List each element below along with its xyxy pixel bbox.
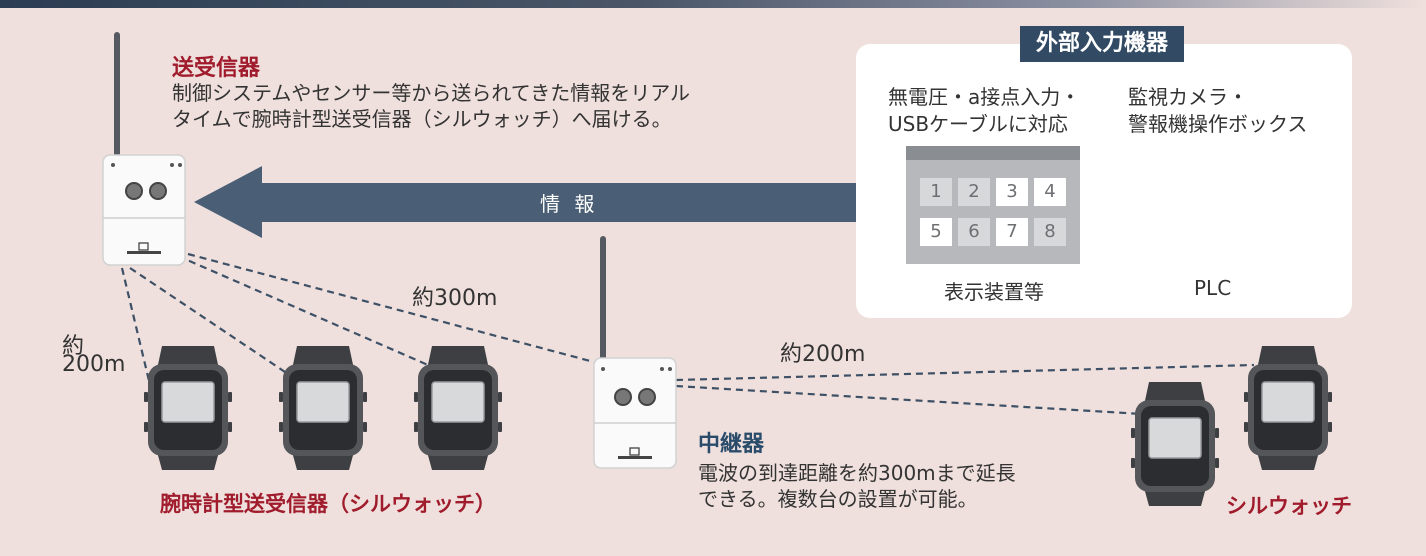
repeater-title: 中継器: [698, 432, 765, 457]
top-gradient-bar: [0, 0, 1426, 8]
input-type-line2: USBケーブルに対応: [888, 112, 1068, 136]
display-key-6: 6: [958, 218, 990, 246]
watch-3: [413, 345, 503, 471]
device-type-line2: 警報機操作ボックス: [1128, 112, 1308, 136]
repeater-desc-line1: 電波の到達距離を約300mまで延長: [698, 461, 1016, 485]
antenna: [600, 236, 606, 366]
watch-range-label-line1: 約: [62, 334, 85, 359]
link-transceiver-watch3: [177, 254, 445, 374]
repeater-device: [593, 236, 677, 469]
transceiver-desc-line2: タイムで腕時計型送受信器（シルウォッチ）へ届ける。: [172, 107, 672, 131]
device-type-line1: 監視カメラ・: [1128, 85, 1248, 109]
watch-right-label: シルウォッチ: [1226, 494, 1352, 518]
watch-range-label-line2: 200m: [62, 352, 126, 377]
input-type-line1: 無電圧・a接点入力・: [888, 85, 1081, 109]
radio-links: [120, 252, 1255, 416]
link-repeater-watch-right: [675, 363, 1255, 382]
display-key-3: 3: [996, 178, 1028, 206]
display-key-5: 5: [920, 218, 952, 246]
watch-group-label: 腕時計型送受信器（シルウォッチ）: [160, 492, 496, 516]
repeater-desc-line2: できる。複数台の設置が可能。: [698, 487, 978, 511]
display-device: 1 2 3 4 5 6 7 8: [906, 146, 1080, 264]
display-key-2: 2: [958, 178, 990, 206]
display-key-1: 1: [920, 178, 952, 206]
display-device-label: 表示装置等: [944, 280, 1044, 304]
display-key-8: 8: [1034, 218, 1066, 246]
display-key-4: 4: [1034, 178, 1066, 206]
transceiver-device: [102, 32, 186, 266]
link-transceiver-watch2: [129, 267, 295, 379]
plc-label: PLC: [1194, 276, 1232, 300]
watch-2: [278, 345, 368, 471]
transceiver-desc-line1: 制御システムやセンサー等から送られてきた情報をリアル: [172, 81, 690, 105]
watch-right-front: [1130, 381, 1220, 507]
transceiver-title: 送受信器: [172, 56, 261, 81]
repeater-link-distance: 約300m: [412, 286, 498, 311]
antenna: [114, 32, 120, 160]
watch-right-back: [1243, 345, 1333, 471]
link-transceiver-watch1: [120, 267, 152, 386]
watch-1: [143, 345, 233, 471]
display-key-7: 7: [996, 218, 1028, 246]
display-top-strip: [906, 146, 1080, 160]
external-input-title: 外部入力機器: [1020, 26, 1184, 62]
information-arrow: [194, 166, 858, 238]
link-transceiver-repeater: [187, 252, 595, 364]
repeater-watch-distance: 約200m: [780, 342, 866, 367]
information-arrow-label: 情 報: [540, 192, 599, 216]
link-repeater-watch-mid: [675, 384, 1143, 416]
